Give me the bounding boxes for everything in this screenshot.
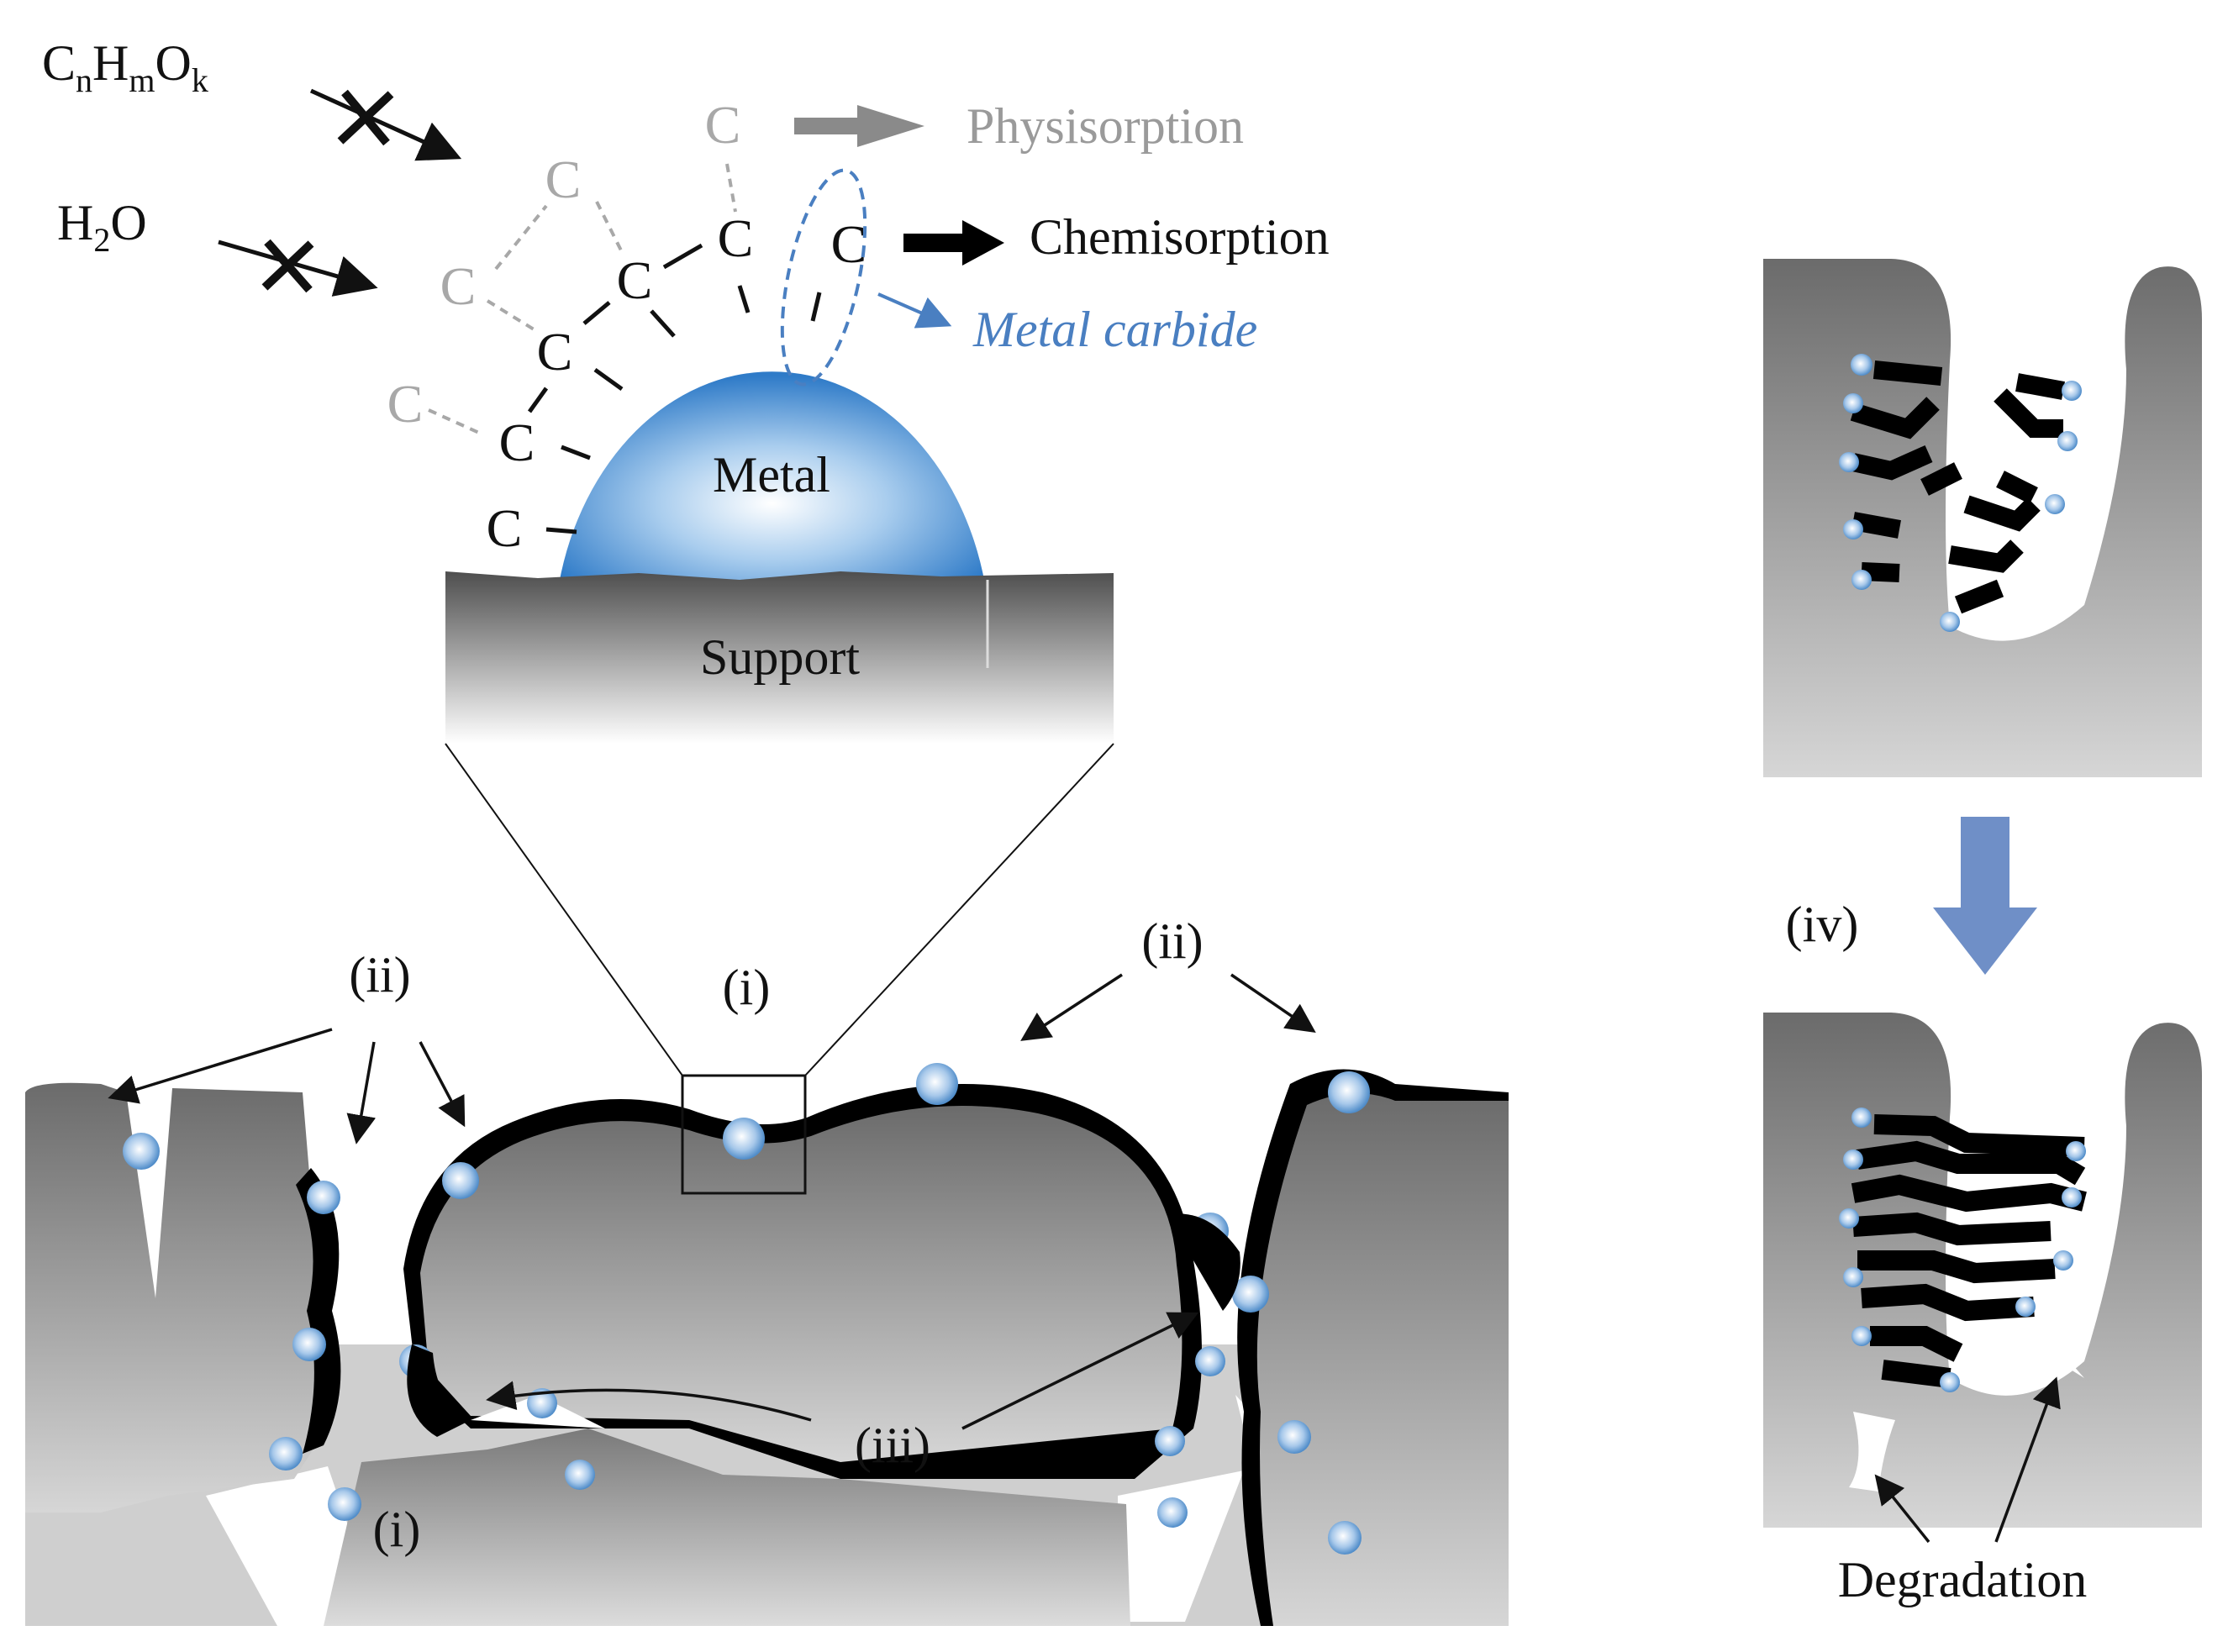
label-iii: (iii) <box>855 1418 930 1473</box>
label-i-bottom: (i) <box>373 1502 421 1557</box>
arrows-ii-right <box>1020 973 1316 1041</box>
hydrocarbon-formula: CnHmOk <box>42 35 208 99</box>
support-label: Support <box>700 629 860 685</box>
chemisorption-arrow <box>903 220 1004 266</box>
carbon-atom-carbide: C <box>831 214 867 274</box>
physisorption-bonds <box>428 163 737 434</box>
chemisorption-label: Chemisorption <box>1030 209 1330 265</box>
carbon-atom: C <box>499 413 535 472</box>
coke-layers-after <box>1851 1114 2087 1388</box>
label-i-center: (i) <box>723 960 771 1015</box>
coke-deposits <box>407 1213 1240 1437</box>
label-iv: (iv) <box>1786 897 1859 952</box>
water-formula: H2O <box>57 195 147 259</box>
metal-particles-bottom <box>123 1063 1370 1555</box>
physisorption-label: Physisorption <box>967 98 1244 154</box>
label-ii-right: (ii) <box>1141 913 1203 969</box>
pore-before <box>1763 259 2202 777</box>
metal-carbide-marker <box>780 168 867 387</box>
carbon-chain: C C C C C C C C C C <box>387 95 867 558</box>
zoom-lines <box>445 743 1114 1076</box>
arrows-ii-left <box>108 1028 466 1144</box>
metal-label: Metal <box>713 447 830 502</box>
carbon-atom: C <box>617 250 653 310</box>
degradation-arrows <box>1874 1376 2061 1544</box>
blocked-arrow-hydrocarbon <box>309 88 462 161</box>
metal-particles-before <box>1839 354 2082 632</box>
carbon-atom-gray: C <box>440 256 477 316</box>
physisorption-arrow <box>794 105 924 147</box>
carbon-atom-physisorbed: C <box>705 95 741 155</box>
blocked-arrow-water <box>218 239 378 297</box>
transition-arrow <box>1933 817 2037 975</box>
carbon-atom-gray: C <box>545 150 582 209</box>
metal-carbide-label: Metal carbide <box>972 302 1257 357</box>
carbon-atom: C <box>718 208 754 268</box>
carbon-atom-gray: C <box>387 374 424 434</box>
metal-particles-after <box>1839 1107 2086 1392</box>
coke-fragments-before <box>1850 360 2065 614</box>
carbon-atom: C <box>537 322 573 381</box>
carbon-bonds <box>527 243 703 413</box>
support-slab <box>445 571 1114 744</box>
surface-bond-ticks <box>545 285 822 534</box>
pore-after <box>1763 1013 2202 1528</box>
zoom-region-box <box>681 1074 807 1195</box>
label-ii-left: (ii) <box>349 947 410 1002</box>
carbon-atom: C <box>487 498 523 558</box>
porous-catalyst-cross-section <box>25 1063 1509 1626</box>
degradation-label: Degradation <box>1838 1552 2088 1607</box>
metal-carbide-arrow <box>877 292 952 329</box>
arrows-iii <box>486 1312 1199 1430</box>
metal-particle <box>559 371 985 584</box>
